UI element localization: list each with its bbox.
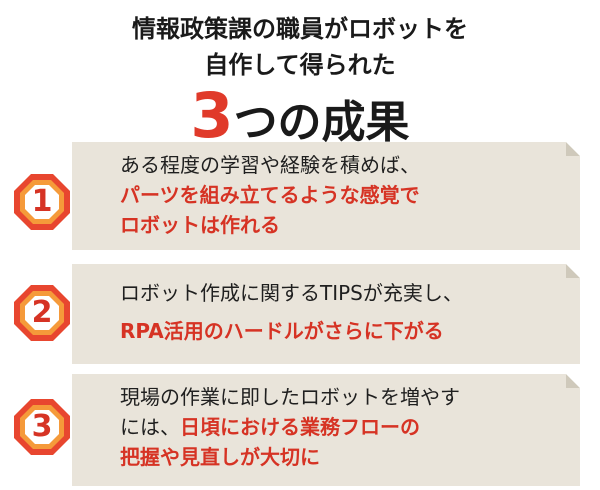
result-line-highlight: 日頃における業務フローの (180, 415, 420, 439)
result-line: 現場の作業に即したロボットを増やす (120, 385, 460, 409)
headline: 3つの成果 (0, 85, 600, 162)
result-line-part: には、 (120, 415, 180, 439)
corner-fold (566, 142, 580, 156)
headline-number: 3 (190, 79, 234, 152)
badge-octagon-icon (14, 399, 70, 455)
result-card-1: ある程度の学習や経験を積めば、 パーツを組み立てるような感覚で ロボットは作れる (72, 142, 580, 250)
badge-number: 3 (31, 409, 53, 444)
badge-octagon-icon (14, 285, 70, 341)
result-line-highlight: ロボットは作れる (120, 213, 280, 237)
result-line: ある程度の学習や経験を積めば、 (120, 153, 420, 177)
result-line-mixed: には、日頃における業務フローの (120, 412, 570, 442)
result-card-2: ロボット作成に関するTIPSが充実し、 RPA活用のハードルがさらに下がる (72, 264, 580, 364)
title-line-2: 自作して得られた (204, 51, 396, 79)
corner-fold (566, 264, 580, 278)
corner-fold (566, 374, 580, 388)
result-line: ロボット作成に関するTIPSが充実し、 (120, 281, 463, 305)
badge-octagon-icon (14, 174, 70, 230)
headline-suffix: つの成果 (233, 97, 410, 148)
title-line-1: 情報政策課の職員がロボットを (132, 15, 468, 43)
result-line-highlight: RPA活用のハードルがさらに下がる (120, 319, 444, 343)
title-block: 情報政策課の職員がロボットを 自作して得られた 3つの成果 (0, 0, 600, 160)
number-badge-1: 1 (12, 172, 72, 232)
badge-number: 1 (31, 184, 53, 219)
result-line-highlight: 把握や見直しが大切に (120, 445, 320, 469)
number-badge-3: 3 (12, 397, 72, 457)
badge-number: 2 (31, 295, 53, 330)
result-card-3: 現場の作業に即したロボットを増やす には、日頃における業務フローの 把握や見直し… (72, 374, 580, 486)
number-badge-2: 2 (12, 283, 72, 343)
result-text-3: 現場の作業に即したロボットを増やす には、日頃における業務フローの 把握や見直し… (120, 382, 570, 472)
result-text-2: ロボット作成に関するTIPSが充実し、 RPA活用のハードルがさらに下がる (120, 278, 570, 346)
result-line-highlight: パーツを組み立てるような感覚で (120, 183, 420, 207)
result-text-1: ある程度の学習や経験を積めば、 パーツを組み立てるような感覚で ロボットは作れる (120, 150, 570, 240)
